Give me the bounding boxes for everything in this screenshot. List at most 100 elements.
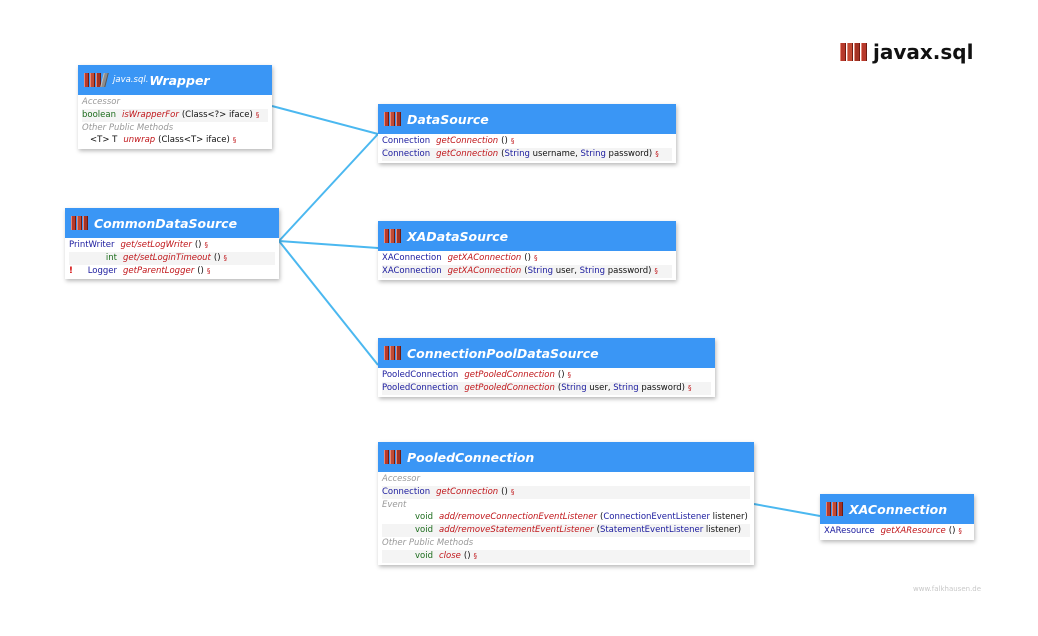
method-name[interactable]: getConnection bbox=[436, 136, 499, 146]
method-row[interactable]: Connection getConnection (String usernam… bbox=[382, 147, 672, 161]
section-event: Event bbox=[382, 499, 407, 510]
param-type: ConnectionEventListener bbox=[603, 512, 710, 523]
method-name[interactable]: close bbox=[439, 550, 461, 561]
method-row[interactable]: Connection getConnection () § bbox=[382, 135, 672, 148]
method-name[interactable]: getConnection bbox=[436, 486, 499, 497]
method-name[interactable]: unwrap bbox=[123, 135, 156, 146]
return-type: PooledConnection bbox=[382, 382, 459, 393]
return-type: Connection bbox=[382, 148, 431, 159]
section-other: Other Public Methods bbox=[382, 537, 474, 548]
detail-mark-icon: § bbox=[206, 266, 211, 275]
return-type: void bbox=[415, 525, 433, 536]
method-name[interactable]: getPooledConnection bbox=[464, 370, 555, 380]
method-row[interactable]: Connection getConnection () § bbox=[382, 485, 750, 499]
param-type: StatementEventListener bbox=[599, 525, 704, 536]
param-name: user, bbox=[586, 382, 614, 393]
footer-credit[interactable]: www.falkhausen.de bbox=[913, 585, 982, 593]
method-name[interactable]: getParentLogger bbox=[123, 265, 195, 276]
method-row[interactable]: void add/removeConnectionEventListener (… bbox=[382, 511, 750, 524]
param-name: listener) bbox=[703, 525, 742, 536]
method-row[interactable]: XAResource getXAResource () § bbox=[824, 525, 970, 538]
method-row[interactable]: PrintWriter get/setLogWriter () § bbox=[69, 239, 275, 252]
param-name: password) bbox=[605, 265, 652, 276]
section-accessor: Accessor bbox=[382, 474, 420, 484]
class-xadatasource-header[interactable]: XADataSource bbox=[378, 221, 676, 251]
class-xadatasource[interactable]: XADataSource XAConnection getXAConnectio… bbox=[378, 221, 676, 280]
method-params: () bbox=[213, 252, 221, 263]
method-name[interactable]: get/setLoginTimeout bbox=[123, 252, 211, 263]
detail-mark-icon: § bbox=[688, 383, 692, 392]
method-params: () bbox=[197, 265, 204, 276]
interface-icon bbox=[71, 216, 88, 230]
interface-icon bbox=[384, 450, 401, 464]
param-name: password) bbox=[638, 382, 685, 393]
detail-mark-icon: § bbox=[204, 241, 208, 249]
method-params: (String username, String password) bbox=[501, 148, 652, 161]
return-type: XAConnection bbox=[382, 253, 442, 263]
method-name[interactable]: getXAResource bbox=[880, 526, 946, 536]
method-name[interactable]: getPooledConnection bbox=[464, 382, 555, 393]
method-name[interactable]: add/removeStatementEventListener bbox=[439, 525, 594, 536]
method-name[interactable]: get/setLogWriter bbox=[120, 240, 192, 250]
param-type: String bbox=[561, 382, 587, 393]
method-name[interactable]: getXAConnection bbox=[447, 265, 522, 276]
class-connection-pool-datasource[interactable]: ConnectionPoolDataSource PooledConnectio… bbox=[378, 338, 715, 397]
method-row[interactable]: XAConnection getXAConnection (String use… bbox=[382, 264, 672, 278]
detail-mark-icon: § bbox=[232, 136, 237, 145]
method-row[interactable]: void add/removeStatementEventListener (S… bbox=[382, 524, 750, 537]
param-name: listener) bbox=[709, 512, 748, 523]
section-other: Other Public Methods bbox=[82, 122, 174, 133]
return-type: Logger bbox=[87, 265, 117, 276]
return-type: XAResource bbox=[824, 526, 875, 536]
method-params: () bbox=[557, 370, 565, 380]
method-name[interactable]: isWrapperFor bbox=[121, 109, 179, 120]
param-type: String bbox=[504, 148, 530, 159]
detail-mark-icon: § bbox=[567, 371, 572, 379]
method-params: () bbox=[194, 240, 202, 250]
link-common-cpds bbox=[278, 240, 379, 366]
method-row[interactable]: <T> T unwrap (Class<T> iface) § bbox=[82, 134, 268, 147]
method-params: () bbox=[501, 486, 508, 497]
method-name[interactable]: getXAConnection bbox=[447, 253, 522, 263]
method-row[interactable]: int get/setLoginTimeout () § bbox=[69, 251, 275, 265]
class-pooled-connection-header[interactable]: PooledConnection bbox=[378, 442, 754, 472]
return-type: XAConnection bbox=[382, 265, 442, 276]
param-type: String bbox=[613, 382, 639, 393]
class-datasource-header[interactable]: DataSource bbox=[378, 104, 676, 134]
return-type: Connection bbox=[382, 486, 431, 497]
method-row[interactable]: void close () § bbox=[382, 549, 750, 563]
class-cpds-header[interactable]: ConnectionPoolDataSource bbox=[378, 338, 715, 368]
param-open: ( bbox=[599, 512, 604, 523]
class-name: CommonDataSource bbox=[94, 215, 238, 231]
class-wrapper-header[interactable]: java.sql. Wrapper bbox=[78, 65, 272, 95]
method-params: () bbox=[501, 136, 508, 146]
method-row[interactable]: ! Logger getParentLogger () § bbox=[69, 265, 275, 278]
class-common-datasource-header[interactable]: CommonDataSource bbox=[65, 208, 279, 238]
class-xaconnection-header[interactable]: XAConnection bbox=[820, 494, 974, 524]
class-name: ConnectionPoolDataSource bbox=[407, 345, 599, 361]
class-datasource[interactable]: DataSource Connection getConnection () §… bbox=[378, 104, 676, 163]
return-type: boolean bbox=[82, 109, 116, 120]
class-xaconnection[interactable]: XAConnection XAResource getXAResource ()… bbox=[820, 494, 974, 540]
class-common-datasource[interactable]: CommonDataSource PrintWriter get/setLogW… bbox=[65, 208, 279, 280]
method-row[interactable]: PooledConnection getPooledConnection (St… bbox=[382, 381, 711, 395]
link-common-xadatasource bbox=[278, 240, 379, 249]
method-row[interactable]: XAConnection getXAConnection () § bbox=[382, 252, 672, 265]
interface-icon bbox=[84, 73, 109, 87]
param-open: ( bbox=[596, 525, 600, 536]
method-name[interactable]: add/removeConnectionEventListener bbox=[439, 512, 597, 523]
method-row[interactable]: PooledConnection getPooledConnection () … bbox=[382, 369, 711, 382]
return-type: <T> T bbox=[90, 135, 118, 146]
link-common-datasource bbox=[278, 133, 379, 242]
package-icon bbox=[840, 43, 867, 61]
detail-mark-icon: § bbox=[473, 551, 478, 560]
interface-icon bbox=[384, 112, 401, 126]
return-type: PooledConnection bbox=[382, 370, 459, 380]
class-wrapper[interactable]: java.sql. Wrapper Accessor boolean isWra… bbox=[78, 65, 272, 150]
method-row[interactable]: boolean isWrapperFor (Class<?> iface) § bbox=[82, 108, 268, 122]
method-name[interactable]: getConnection bbox=[436, 148, 499, 159]
link-pooled-xaconnection bbox=[753, 503, 821, 517]
method-params: (Class<?> iface) bbox=[181, 109, 253, 120]
param-open: ( bbox=[501, 148, 505, 159]
class-pooled-connection[interactable]: PooledConnection Accessor Connection get… bbox=[378, 442, 754, 565]
